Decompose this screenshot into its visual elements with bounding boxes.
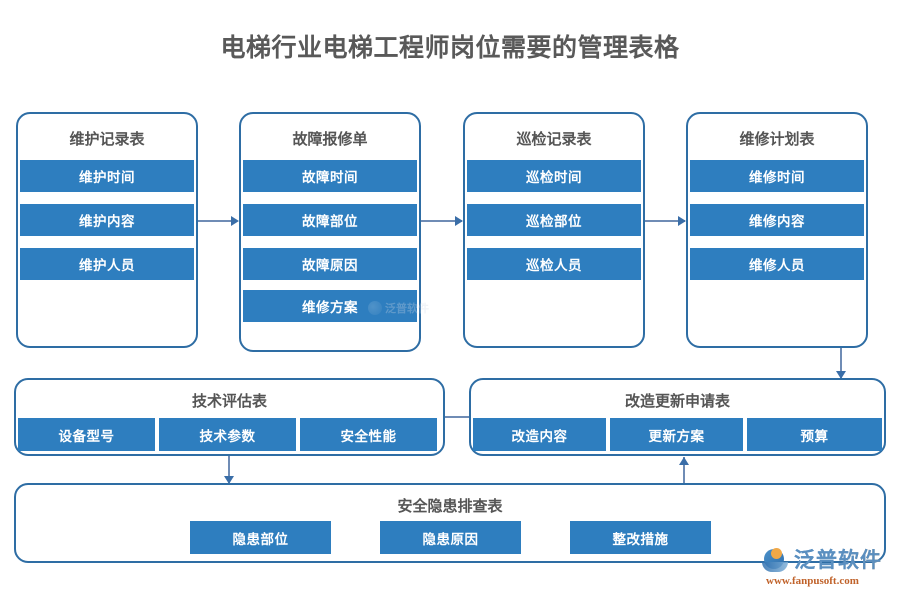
arrow-safety-to-renovation [679,457,689,465]
field-chip-weihu-renyuan[interactable]: 维护人员 [20,248,194,280]
field-chip-guzhang-buwei[interactable]: 故障部位 [243,204,417,236]
field-chip-xunjian-buwei[interactable]: 巡检部位 [467,204,641,236]
page-title: 电梯行业电梯工程师岗位需要的管理表格 [220,34,680,62]
field-chip-yinhuan-buwei[interactable]: 隐患部位 [190,521,331,554]
arrow-card3-to-card4 [678,216,686,226]
connector-technical-to-safety [228,455,230,483]
arrow-card4-to-renovation [836,371,846,379]
card-title-repair-plan: 维修计划表 [739,131,815,148]
field-chip-anquan-xingneng[interactable]: 安全性能 [300,418,437,451]
field-chip-weixiu-renyuan[interactable]: 维修人员 [690,248,864,280]
field-chip-weixiu-shijian[interactable]: 维修时间 [690,160,864,192]
connector-card3-to-card4 [643,220,685,222]
fanpu-logo-icon [762,546,792,572]
arrow-card2-to-card3 [455,216,463,226]
field-chip-shebei-xinghao[interactable]: 设备型号 [18,418,155,451]
field-chip-xunjian-shijian[interactable]: 巡检时间 [467,160,641,192]
field-chip-weixiu-fangan[interactable]: 维修方案 [243,290,417,322]
brand-name: 泛普软件 [794,544,882,574]
card-title-safety-hazard-check: 安全隐患排查表 [397,498,503,515]
field-chip-zhenggai-cuoshi[interactable]: 整改措施 [570,521,711,554]
card-title-renovation-request: 改造更新申请表 [624,393,730,410]
field-chip-weixiu-neirong[interactable]: 维修内容 [690,204,864,236]
brand-logo-row: 泛普软件 [762,544,900,574]
field-chip-gengxin-fangan[interactable]: 更新方案 [610,418,743,451]
field-chip-xunjian-renyuan[interactable]: 巡检人员 [467,248,641,280]
card-title-technical-assessment: 技术评估表 [191,393,267,410]
field-chip-jishu-canshu[interactable]: 技术参数 [159,418,296,451]
brand-url: www.fanpusoft.com [766,575,859,587]
field-chip-yinhuan-yuanyin[interactable]: 隐患原因 [380,521,521,554]
field-chip-weihu-neirong[interactable]: 维护内容 [20,204,194,236]
arrow-card1-to-card2 [231,216,239,226]
arrow-technical-to-safety [224,476,234,484]
connector-safety-to-renovation [683,457,685,485]
field-chip-gaizao-neirong[interactable]: 改造内容 [473,418,606,451]
brand-logo: 泛普软件 www.fanpusoft.com [762,544,900,596]
field-chip-yusuan[interactable]: 预算 [747,418,882,451]
connector-renovation-to-technical [443,416,471,418]
connector-card1-to-card2 [197,220,237,222]
field-chip-guzhang-yuanyin[interactable]: 故障原因 [243,248,417,280]
field-chip-guzhang-shijian[interactable]: 故障时间 [243,160,417,192]
connector-card4-to-renovation [840,348,842,378]
connector-card2-to-card3 [420,220,462,222]
card-title-fault-repair-order: 故障报修单 [292,131,368,148]
field-chip-weihu-shijian[interactable]: 维护时间 [20,160,194,192]
card-title-maintenance-record: 维护记录表 [69,131,145,148]
card-title-inspection-record: 巡检记录表 [516,131,592,148]
